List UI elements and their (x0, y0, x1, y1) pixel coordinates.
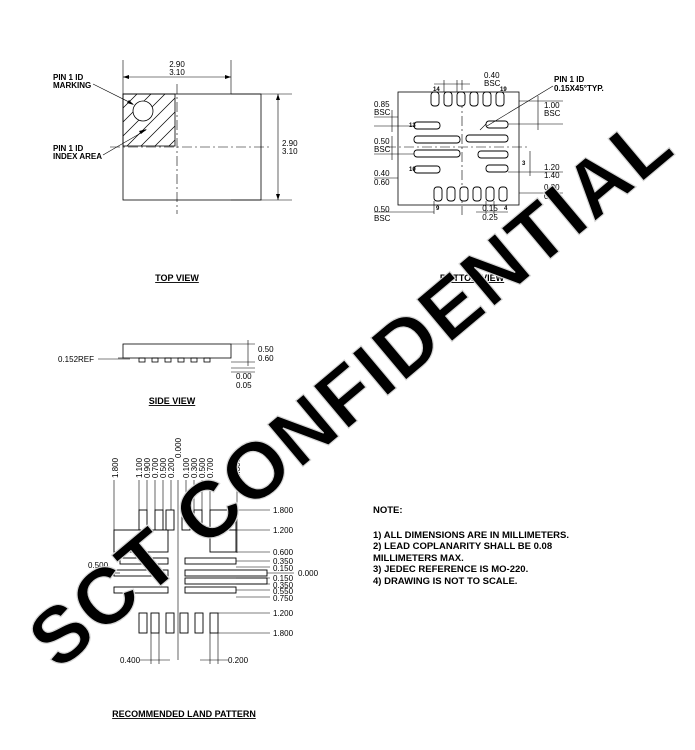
lp-top-label-1: 1.800 (111, 457, 120, 478)
land-pattern-title: RECOMMENDED LAND PATTERN (112, 709, 256, 719)
dim-right-120-1: 1.20 (544, 163, 560, 172)
lp-left-label: 0.500 (88, 561, 109, 570)
lp-right-label-12: 1.800 (273, 629, 294, 638)
note-item-4: 4) DRAWING IS NOT TO SCALE. (373, 575, 518, 587)
bottom-view-left-pads (413, 121, 461, 174)
pin1-index-area (122, 93, 176, 147)
bv-pin1-label-2: 0.15X45°TYP. (554, 84, 604, 93)
notes-title: NOTE: (373, 505, 403, 516)
lp-top-label-7: 0.000 (174, 437, 183, 458)
dim-right-100-1: 1.00 (544, 101, 560, 110)
lp-top-label-6: 0.200 (167, 457, 176, 478)
lp-top-label-9: 0.300 (190, 457, 199, 478)
lp-right-label-9: 0.550 (273, 587, 294, 596)
side-ref-label: 0.152REF (58, 355, 94, 364)
dim-right-020-2: 0.40 (544, 192, 560, 201)
lp-bottom-right: 0.200 (228, 656, 249, 665)
side-standoff-max: 0.05 (236, 381, 252, 390)
land-pattern: 1.800 1.100 0.900 0.700 0.500 0.200 0.00… (88, 437, 319, 719)
dim-bottom-015-1: 0.15 (482, 204, 498, 213)
top-view-title: TOP VIEW (155, 273, 199, 283)
dim-bottom-050-2: BSC (374, 214, 391, 223)
pin-number-14: 14 (433, 87, 440, 93)
dim-bottom-050-1: 0.50 (374, 205, 390, 214)
bottom-view-bottom-pads (433, 186, 508, 202)
pin-number-10: 10 (409, 167, 416, 173)
lp-right-label-5: 0.150 (273, 564, 294, 573)
dim-left-050-2: BSC (374, 145, 391, 154)
land-right-labels: 1.800 1.200 0.600 0.350 0.150 0.000 0.15… (273, 506, 319, 638)
pin1-index-label-1: PIN 1 ID (53, 144, 83, 153)
note-item-3: 3) JEDEC REFERENCE IS MO-220. (373, 564, 529, 575)
side-view: 0.152REF 0.50 0.60 0.00 0.05 SIDE VIEW (58, 340, 274, 406)
lp-right-label-7: 0.150 (273, 574, 294, 583)
lp-right-label-1: 1.800 (273, 506, 294, 515)
lp-top-label-3: 0.900 (143, 457, 152, 478)
land-extension-lines (113, 480, 238, 660)
bottom-view-title: BOTTOM VIEW (440, 273, 505, 283)
lp-right-label-4: 0.350 (273, 557, 294, 566)
lp-right-label-6: 0.000 (298, 569, 319, 578)
dim-left-040-2: 0.60 (374, 178, 390, 187)
lp-top-label-5: 0.500 (159, 457, 168, 478)
lp-top-label-8: 0.100 (182, 457, 191, 478)
bv-pin1-label-1: PIN 1 ID (554, 75, 584, 84)
dim-left-085-1: 0.85 (374, 100, 390, 109)
note-item-1: 1) ALL DIMENSIONS ARE IN MILLIMETERS. (373, 529, 569, 541)
side-view-leads (138, 357, 211, 363)
dim-left-085-2: BSC (374, 108, 391, 117)
lp-right-label-10: 0.750 (273, 594, 294, 603)
note-item-2-cont: MILLIMETERS MAX. (373, 552, 464, 564)
top-width-max: 3.10 (169, 68, 185, 77)
dim-right-020-1: 0.20 (544, 183, 560, 192)
pin-number-3: 3 (522, 161, 526, 167)
side-height-min: 0.50 (258, 345, 274, 354)
dim-left-050-1: 0.50 (374, 137, 390, 146)
dim-right-120-2: 1.40 (544, 171, 560, 180)
pin1-index-label-2: INDEX AREA (53, 152, 102, 161)
side-view-body (122, 343, 232, 359)
pin1-chamfer (479, 123, 487, 131)
lp-bottom-left: 0.400 (120, 656, 141, 665)
pin-number-19: 19 (500, 87, 507, 93)
lp-right-label-8: 0.350 (273, 581, 294, 590)
dim-pitch-top-2: BSC (484, 79, 501, 88)
lp-top-label-12: 1.800 (233, 457, 242, 478)
bottom-view: 14 19 13 10 9 4 3 0.40 BSC PIN 1 ID 0.15… (374, 71, 604, 283)
side-standoff-min: 0.00 (236, 372, 252, 381)
side-view-title: SIDE VIEW (149, 396, 196, 406)
pin1-marking-label-2: MARKING (53, 81, 91, 90)
lp-top-label-4: 0.700 (151, 457, 160, 478)
top-width-min: 2.90 (169, 60, 185, 69)
lp-right-label-11: 1.200 (273, 609, 294, 618)
bottom-view-right-pads (465, 120, 509, 173)
top-view: 2.90 3.10 2.90 3.10 PIN 1 ID MARKING PIN… (53, 60, 298, 283)
note-item-2: 2) LEAD COPLANARITY SHALL BE 0.08 (373, 541, 553, 552)
land-top-pads (113, 509, 237, 553)
dim-bottom-015-2: 0.25 (482, 213, 498, 222)
dim-pitch-top-1: 0.40 (484, 71, 500, 80)
lp-top-label-10: 0.500 (198, 457, 207, 478)
lp-right-label-2: 1.200 (273, 526, 294, 535)
land-bottom-pads (138, 612, 219, 634)
pin-number-4: 4 (504, 206, 508, 212)
dim-right-100-2: BSC (544, 109, 561, 118)
lp-top-label-2: 1.100 (135, 457, 144, 478)
pin1-marking-label-1: PIN 1 ID (53, 73, 83, 82)
notes-section: NOTE: 1) ALL DIMENSIONS ARE IN MILLIMETE… (373, 505, 673, 587)
land-top-labels: 1.800 1.100 0.900 0.700 0.500 0.200 0.00… (111, 437, 242, 478)
top-height-min: 2.90 (282, 139, 298, 148)
dim-left-040-1: 0.40 (374, 169, 390, 178)
bottom-view-top-pads (430, 91, 505, 107)
side-height-max: 0.60 (258, 354, 274, 363)
watermark-text: SCT CONFIDENTIAL (12, 96, 690, 685)
lp-right-label-3: 0.600 (273, 548, 294, 557)
lp-top-label-11: 0.700 (206, 457, 215, 478)
pin1-marking-dot (132, 100, 154, 122)
pin-number-9: 9 (436, 206, 440, 212)
top-height-max: 3.10 (282, 147, 298, 156)
land-right-extension (106, 509, 294, 634)
